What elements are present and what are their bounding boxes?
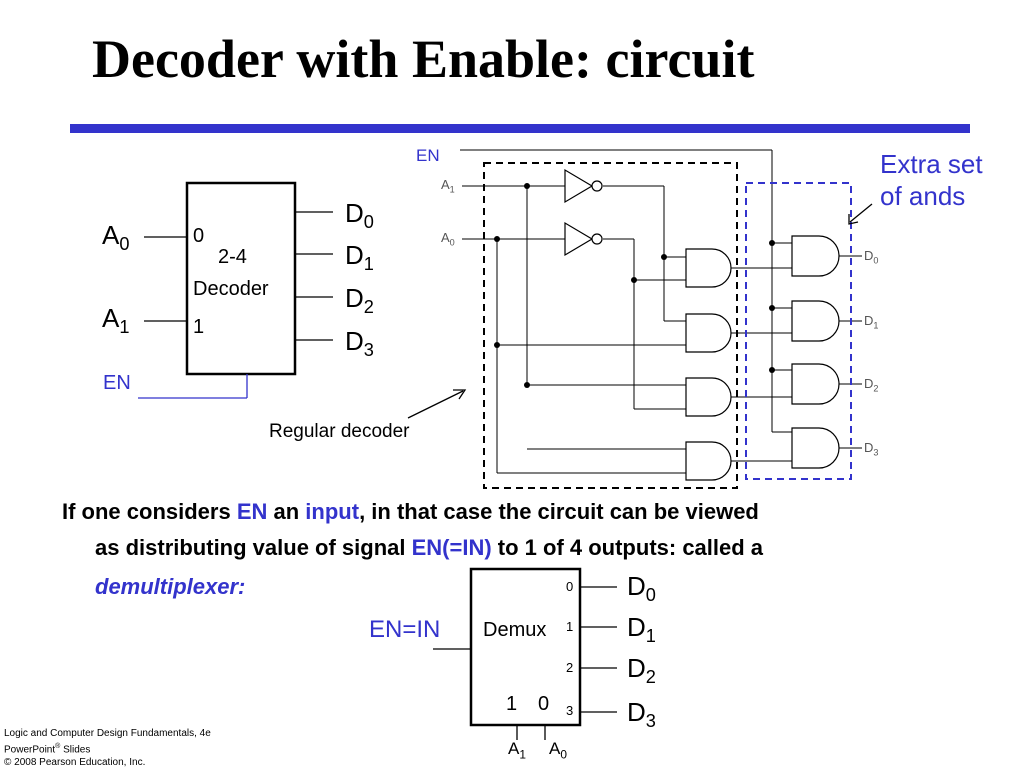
extra-ands-annotation: Extra set of ands	[880, 149, 983, 211]
demux-block-box	[469, 567, 582, 727]
demux-en-in-label: EN=IN	[369, 616, 441, 643]
demux-pin-0: 0	[566, 579, 574, 594]
footer-credits: Logic and Computer Design Fundamentals, …	[4, 727, 211, 769]
decoder-output-d2: D2	[345, 283, 374, 318]
extra-and-gate-2	[791, 300, 840, 342]
decoder-pin-0: 0	[193, 225, 205, 247]
extra-and-gate-3	[791, 363, 840, 405]
extra-and-gate-1	[791, 235, 840, 277]
footer-line1: Logic and Computer Design Fundamentals, …	[4, 728, 211, 739]
circuit-output-d0: D0	[864, 248, 879, 266]
decoder-block-box	[185, 181, 297, 376]
decoder-input-a1: A1	[102, 303, 130, 338]
decoder-output-d1: D1	[345, 240, 374, 275]
demux-pin-1: 1	[566, 619, 574, 634]
demux-output-d0: D0	[627, 571, 656, 606]
circuit-output-d3: D3	[864, 440, 879, 458]
footer-line2: PowerPoint® Slides	[4, 743, 91, 756]
demux-body-label: Demux	[483, 619, 547, 641]
circuit-input-a1: A1	[441, 177, 455, 195]
demux-output-d3: D3	[627, 697, 656, 732]
demux-output-d1: D1	[627, 612, 656, 647]
circuit-input-a0: A0	[441, 230, 455, 248]
decoder-body-line2: Decoder	[193, 278, 269, 300]
decoder-en-label: EN	[103, 372, 131, 394]
and-gate-2	[685, 313, 732, 353]
decoder-output-d3: D3	[345, 326, 374, 361]
and-gate-4	[685, 441, 732, 481]
paragraph-line2: as distributing value of signal EN(=IN) …	[95, 535, 764, 560]
decoder-body-line1: 2-4	[218, 246, 247, 268]
and-gate-1	[685, 248, 732, 288]
demux-select-a0: A0	[549, 739, 567, 762]
demux-select-1: 1	[506, 693, 518, 715]
paragraph-line1: If one considers EN an input, in that ca…	[62, 499, 759, 524]
regular-decoder-box	[483, 162, 738, 489]
circuit-output-d2: D2	[864, 376, 879, 394]
regular-decoder-annotation: Regular decoder	[269, 421, 410, 442]
circuit-en-label: EN	[416, 146, 440, 165]
paragraph-demultiplexer: demultiplexer:	[95, 574, 246, 599]
demux-select-a1: A1	[508, 739, 526, 762]
demux-output-d2: D2	[627, 653, 656, 688]
decoder-pin-1: 1	[193, 316, 205, 338]
footer-line3: © 2008 Pearson Education, Inc.	[4, 757, 146, 769]
extra-and-gate-4	[791, 427, 840, 469]
inverter-a1	[564, 168, 594, 204]
inverter-a0	[564, 221, 594, 257]
title-underline	[70, 124, 970, 133]
decoder-input-a0: A0	[102, 220, 130, 255]
demux-select-0: 0	[538, 693, 550, 715]
and-gate-3	[685, 377, 732, 417]
extra-ands-box	[745, 182, 852, 480]
circuit-output-d1: D1	[864, 313, 879, 331]
demux-pin-2: 2	[566, 660, 574, 675]
demux-pin-3: 3	[566, 703, 574, 718]
slide-title: Decoder with Enable: circuit	[92, 29, 755, 89]
decoder-output-d0: D0	[345, 198, 374, 233]
